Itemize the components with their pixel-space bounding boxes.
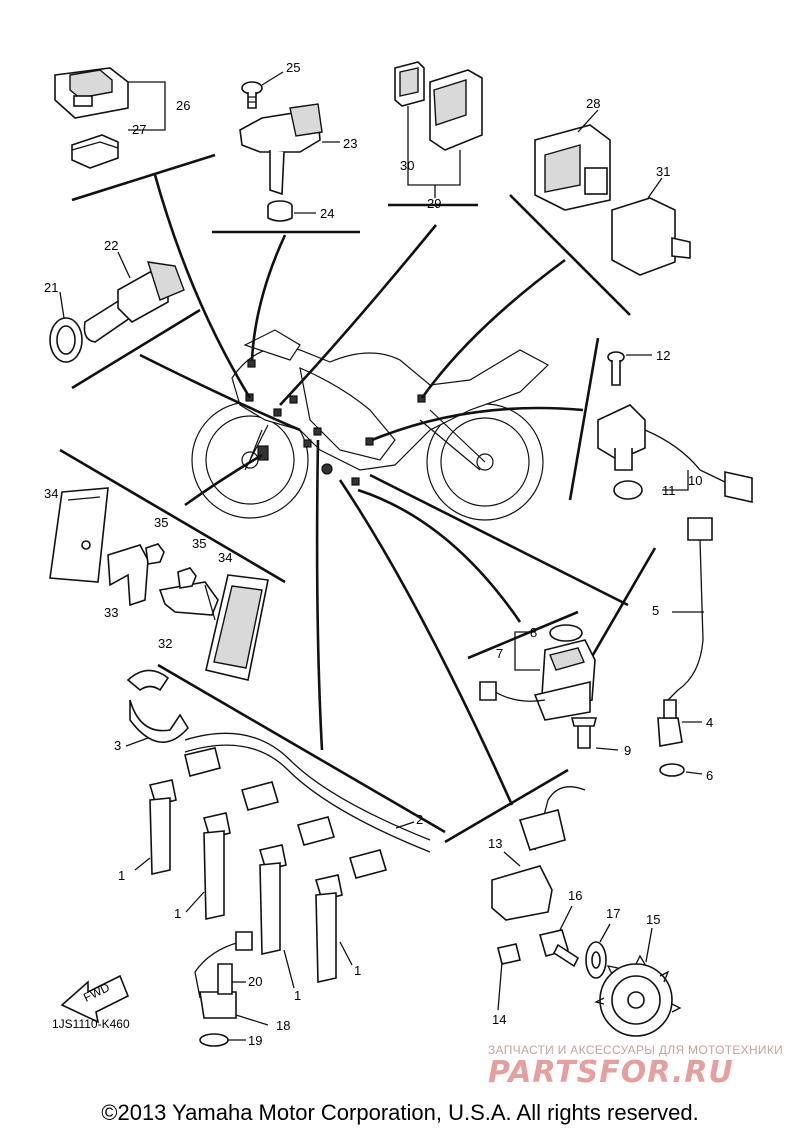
callout-14: 14 xyxy=(492,1012,506,1027)
part-14-bolt[interactable] xyxy=(497,943,521,1011)
part-35-nut-left[interactable] xyxy=(145,543,165,565)
watermark-logo: PARTSFOR.RU xyxy=(488,1055,734,1090)
callout-12: 12 xyxy=(656,348,670,363)
part-3-clamp[interactable] xyxy=(125,669,189,747)
callout-11: 11 xyxy=(662,483,676,498)
part-34-reflector-left[interactable] xyxy=(49,487,109,583)
part-16-bolt[interactable] xyxy=(538,905,580,968)
callout-1-d: 1 xyxy=(354,963,361,978)
callout-22: 22 xyxy=(104,238,118,253)
part-33-bracket[interactable] xyxy=(81,540,149,607)
callout-31: 31 xyxy=(656,164,670,179)
part-1-ignition-coil-4[interactable] xyxy=(314,874,353,983)
callout-18: 18 xyxy=(276,1018,290,1033)
part-17-washer[interactable] xyxy=(585,923,611,979)
part-11-o-ring[interactable] xyxy=(613,480,643,500)
callout-6: 6 xyxy=(706,768,713,783)
callout-30: 30 xyxy=(400,158,414,173)
part-27-coupler-cap[interactable] xyxy=(71,134,119,169)
harness-location-markers xyxy=(245,359,426,486)
part-25-screw[interactable] xyxy=(241,71,284,109)
motorcycle-illustration xyxy=(191,329,550,521)
part-12-bolt[interactable] xyxy=(607,351,652,386)
part-4-sensor[interactable] xyxy=(657,699,702,747)
callout-9: 9 xyxy=(624,743,631,758)
callout-1-c: 1 xyxy=(294,988,301,1003)
part-34-reflector-right[interactable] xyxy=(205,574,269,681)
part-1-ignition-coil-2[interactable] xyxy=(185,812,231,920)
part-1-ignition-coil-3[interactable] xyxy=(258,844,295,989)
part-30-relay-small[interactable] xyxy=(394,61,461,186)
callout-2: 2 xyxy=(416,812,423,827)
diagram-code: 1JS1110-K460 xyxy=(52,1017,130,1031)
part-26-coupler[interactable] xyxy=(54,67,166,131)
callout-1-b: 1 xyxy=(174,906,181,921)
callout-29: 29 xyxy=(427,196,441,211)
callout-32: 32 xyxy=(158,636,172,651)
callout-23: 23 xyxy=(343,136,357,151)
callout-26: 26 xyxy=(176,98,190,113)
callout-16: 16 xyxy=(568,888,582,903)
callout-3: 3 xyxy=(114,738,121,753)
callout-20: 20 xyxy=(248,974,262,989)
part-2-wire-harness[interactable] xyxy=(184,732,431,879)
callout-35-right: 35 xyxy=(192,536,206,551)
part-9-bolt[interactable] xyxy=(570,717,619,751)
callout-21: 21 xyxy=(44,280,58,295)
part-7-crank-sensor[interactable] xyxy=(479,631,596,721)
part-29-relay[interactable] xyxy=(429,69,483,198)
callout-13: 13 xyxy=(488,836,502,851)
part-19-o-ring[interactable] xyxy=(199,1033,246,1047)
callout-4: 4 xyxy=(706,715,713,730)
part-5-lead-wire[interactable] xyxy=(667,517,713,701)
callout-35-left: 35 xyxy=(154,515,168,530)
callout-17: 17 xyxy=(606,906,620,921)
callout-34-left: 34 xyxy=(44,486,58,501)
callout-1-a: 1 xyxy=(118,868,125,883)
callout-15: 15 xyxy=(646,912,660,927)
callout-7: 7 xyxy=(496,646,503,661)
callout-19: 19 xyxy=(248,1033,262,1048)
part-35-nut-right[interactable] xyxy=(177,567,197,589)
forward-direction-arrow: FWD xyxy=(60,974,130,1024)
part-13-pickup-coil[interactable] xyxy=(491,786,586,921)
part-15-pickup-rotor[interactable] xyxy=(594,927,682,1037)
part-32-bracket[interactable] xyxy=(158,581,219,621)
callout-25: 25 xyxy=(286,60,300,75)
callout-28: 28 xyxy=(586,96,600,111)
part-8-o-ring[interactable] xyxy=(549,624,583,642)
part-23-intake-pressure-sensor[interactable] xyxy=(239,103,340,196)
part-31-relay-unit[interactable] xyxy=(611,177,691,276)
callout-27: 27 xyxy=(132,122,146,137)
part-22-temperature-sensor[interactable] xyxy=(83,251,185,343)
part-20-bolt[interactable] xyxy=(217,963,246,995)
part-28-control-unit[interactable] xyxy=(534,109,611,211)
callout-8: 8 xyxy=(530,625,537,640)
part-6-gasket[interactable] xyxy=(659,763,703,777)
callout-34-right: 34 xyxy=(218,550,232,565)
group-boundary-lines xyxy=(59,153,657,844)
part-10-speed-sensor[interactable] xyxy=(597,404,753,503)
part-1-ignition-coil-1[interactable] xyxy=(134,779,177,875)
callout-33: 33 xyxy=(104,605,118,620)
part-18-sensor[interactable] xyxy=(194,931,269,1026)
copyright-notice: ©2013 Yamaha Motor Corporation, U.S.A. A… xyxy=(101,1100,699,1125)
part-21-gasket[interactable] xyxy=(49,291,83,363)
pointer-lines xyxy=(139,174,629,806)
callout-5: 5 xyxy=(652,603,659,618)
watermark-tagline: ЗАПЧАСТИ И АКСЕССУАРЫ ДЛЯ МОТОТЕХНИКИ xyxy=(488,1043,784,1057)
callout-10: 10 xyxy=(688,473,702,488)
part-24-grommet[interactable] xyxy=(267,200,316,222)
callout-numbers: 26 27 25 23 24 30 29 28 31 22 21 12 10 1… xyxy=(44,60,713,1048)
callout-24: 24 xyxy=(320,206,334,221)
